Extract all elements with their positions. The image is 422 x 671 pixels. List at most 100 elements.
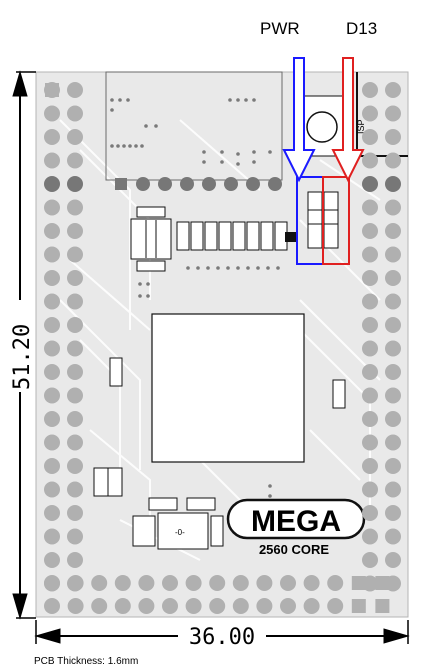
header-pad bbox=[385, 199, 401, 216]
via bbox=[244, 98, 248, 102]
header-pad bbox=[67, 176, 83, 192]
header-pad bbox=[362, 176, 378, 192]
via bbox=[140, 144, 144, 148]
crystal-bottom bbox=[136, 260, 166, 272]
header-pad bbox=[158, 177, 172, 191]
header-pad bbox=[362, 152, 378, 169]
header-pad bbox=[67, 199, 83, 216]
header-pad bbox=[385, 340, 401, 357]
isp-label: ISP bbox=[356, 119, 366, 134]
header-pad bbox=[162, 598, 178, 614]
via bbox=[144, 124, 148, 128]
header-pad bbox=[362, 575, 378, 592]
width-dimension bbox=[34, 620, 410, 644]
via bbox=[138, 282, 142, 286]
height-dimension bbox=[12, 70, 36, 620]
via bbox=[128, 144, 132, 148]
header-pad bbox=[67, 317, 83, 333]
via bbox=[256, 266, 260, 270]
header-pad bbox=[44, 434, 60, 451]
header-pad bbox=[385, 293, 401, 310]
resistor bbox=[218, 221, 232, 251]
header-pad bbox=[362, 340, 378, 357]
header-pad bbox=[385, 528, 401, 545]
header-pad bbox=[44, 199, 60, 216]
usb-chip-outline bbox=[105, 71, 283, 181]
header-pad bbox=[44, 575, 60, 591]
header-pad bbox=[44, 176, 60, 192]
height-dimension-label: 51.20 bbox=[10, 324, 35, 390]
header-pad bbox=[162, 575, 178, 591]
header-pad bbox=[385, 223, 401, 239]
header-pad bbox=[67, 364, 83, 380]
header-pad bbox=[67, 105, 83, 122]
via bbox=[134, 144, 138, 148]
via bbox=[220, 160, 224, 164]
width-dimension-label: 36.00 bbox=[189, 625, 255, 650]
via bbox=[122, 144, 126, 148]
via bbox=[276, 266, 280, 270]
header-pad bbox=[202, 177, 216, 191]
header-pad bbox=[44, 270, 60, 286]
resistor bbox=[176, 221, 190, 251]
header-pad bbox=[44, 505, 60, 521]
header-pad bbox=[362, 270, 378, 286]
reset-button-cap bbox=[306, 111, 338, 143]
header-pad bbox=[44, 411, 60, 427]
header-pad bbox=[362, 434, 378, 451]
via bbox=[202, 150, 206, 154]
header-pad bbox=[44, 364, 60, 380]
resistor bbox=[204, 221, 218, 251]
header-pad bbox=[385, 364, 401, 380]
via bbox=[236, 266, 240, 270]
via bbox=[154, 124, 158, 128]
via bbox=[126, 98, 130, 102]
header-pad bbox=[67, 82, 83, 98]
d13-label: D13 bbox=[346, 19, 377, 38]
header-pad bbox=[385, 270, 401, 286]
header-pad bbox=[385, 434, 401, 451]
regulator-tab-left bbox=[148, 497, 178, 511]
regulator-pad-right bbox=[210, 515, 224, 547]
square-pad bbox=[115, 178, 127, 190]
header-pad bbox=[44, 293, 60, 310]
header-pad bbox=[44, 387, 60, 404]
square-pad bbox=[375, 576, 390, 590]
header-pad bbox=[67, 246, 83, 263]
header-pad bbox=[67, 223, 83, 239]
d13-highlight-box bbox=[322, 176, 350, 265]
via bbox=[268, 150, 272, 154]
header-pad bbox=[44, 246, 60, 263]
header-pad bbox=[185, 575, 202, 591]
header-pad bbox=[327, 598, 344, 614]
header-pad bbox=[67, 528, 83, 545]
header-pad bbox=[362, 199, 378, 216]
via bbox=[228, 98, 232, 102]
header-pad bbox=[67, 434, 83, 451]
via bbox=[252, 160, 256, 164]
header-pad bbox=[303, 598, 320, 614]
regulator-body bbox=[157, 512, 209, 550]
header-pad bbox=[385, 246, 401, 263]
header-pad bbox=[44, 598, 60, 614]
resistor bbox=[260, 221, 274, 251]
header-pad bbox=[385, 387, 401, 404]
header-pad bbox=[385, 152, 401, 169]
via bbox=[236, 98, 240, 102]
via bbox=[206, 266, 210, 270]
header-pad bbox=[362, 411, 378, 427]
header-pad bbox=[362, 552, 378, 568]
resistor bbox=[246, 221, 260, 251]
header-pad bbox=[136, 177, 150, 191]
header-pad bbox=[256, 598, 273, 614]
header-pad bbox=[44, 552, 60, 568]
header-pad bbox=[385, 105, 401, 122]
capacitor-left bbox=[109, 357, 123, 387]
header-pad bbox=[44, 129, 60, 145]
resistor-array bbox=[176, 221, 297, 251]
header-pad bbox=[232, 575, 249, 591]
header-pad bbox=[362, 387, 378, 404]
via bbox=[116, 144, 120, 148]
header-pad bbox=[385, 411, 401, 427]
